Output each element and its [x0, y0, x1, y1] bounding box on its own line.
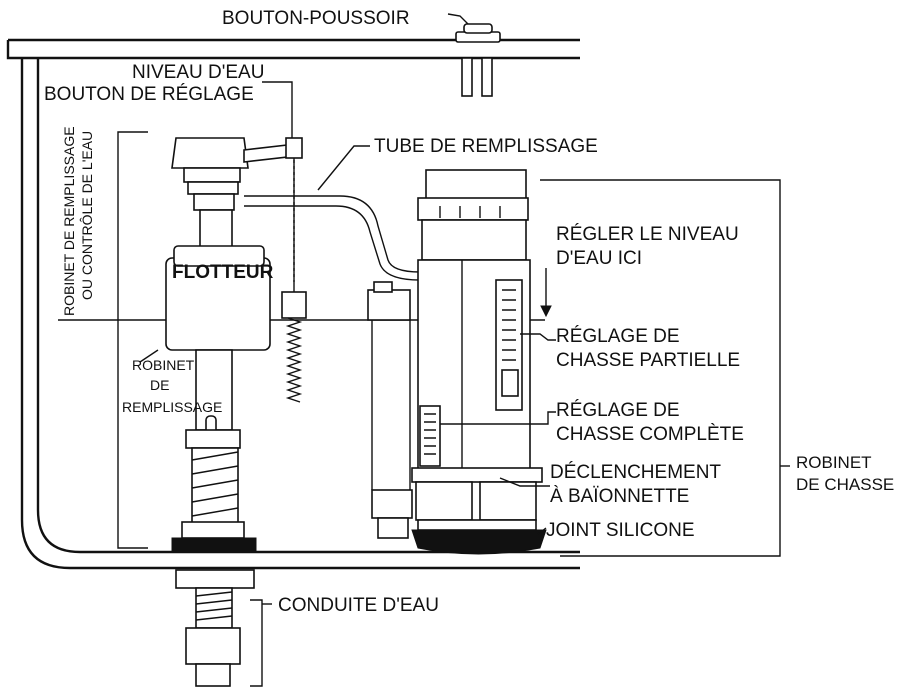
label-flush-valve-line1: ROBINET [796, 453, 872, 472]
label-float: FLOTTEUR [172, 262, 274, 283]
label-adjust-level-line2: D'EAU ICI [556, 248, 642, 269]
fill-tube-part [244, 195, 421, 281]
label-water-level-line2: BOUTON DE RÉGLAGE [44, 84, 254, 105]
fill-valve-thread [191, 447, 239, 525]
label-water-supply: CONDUITE D'EAU [278, 595, 439, 616]
push-button-part [447, 13, 501, 97]
leader-lines [117, 81, 790, 687]
water-level-rod [281, 137, 307, 403]
label-bayonet-line1: DÉCLENCHEMENT [550, 462, 721, 483]
label-full-flush-line1: RÉGLAGE DE [556, 400, 680, 421]
label-partial-flush-line2: CHASSE PARTIELLE [556, 350, 740, 371]
label-push-button: BOUTON-POUSSOIR [222, 8, 410, 29]
label-bayonet-line2: À BAÏONNETTE [550, 486, 689, 507]
label-fill-valve-side-line1: ROBINET DE REMPLISSAGE [61, 126, 77, 316]
label-full-flush-line2: CHASSE COMPLÈTE [556, 424, 744, 445]
label-fill-tube: TUBE DE REMPLISSAGE [374, 136, 598, 157]
label-partial-flush-line1: RÉGLAGE DE [556, 326, 680, 347]
label-fill-valve-small-line3: REMPLISSAGE [122, 399, 222, 415]
label-flush-valve-line2: DE CHASSE [796, 475, 894, 494]
fill-valve-part [165, 137, 297, 553]
label-fill-valve-small-line2: DE [150, 377, 169, 393]
label-silicone-seal: JOINT SILICONE [546, 520, 695, 541]
water-supply-part [175, 569, 255, 687]
label-water-level-line1: NIVEAU D'EAU [132, 62, 264, 83]
label-fill-valve-side-line2: OU CONTRÔLE DE L'EAU [79, 131, 95, 300]
flush-valve-part [411, 169, 547, 555]
overflow-part [367, 281, 413, 539]
label-fill-valve-small-line1: ROBINET [132, 357, 195, 373]
label-adjust-level-line1: RÉGLER LE NIVEAU [556, 224, 739, 245]
